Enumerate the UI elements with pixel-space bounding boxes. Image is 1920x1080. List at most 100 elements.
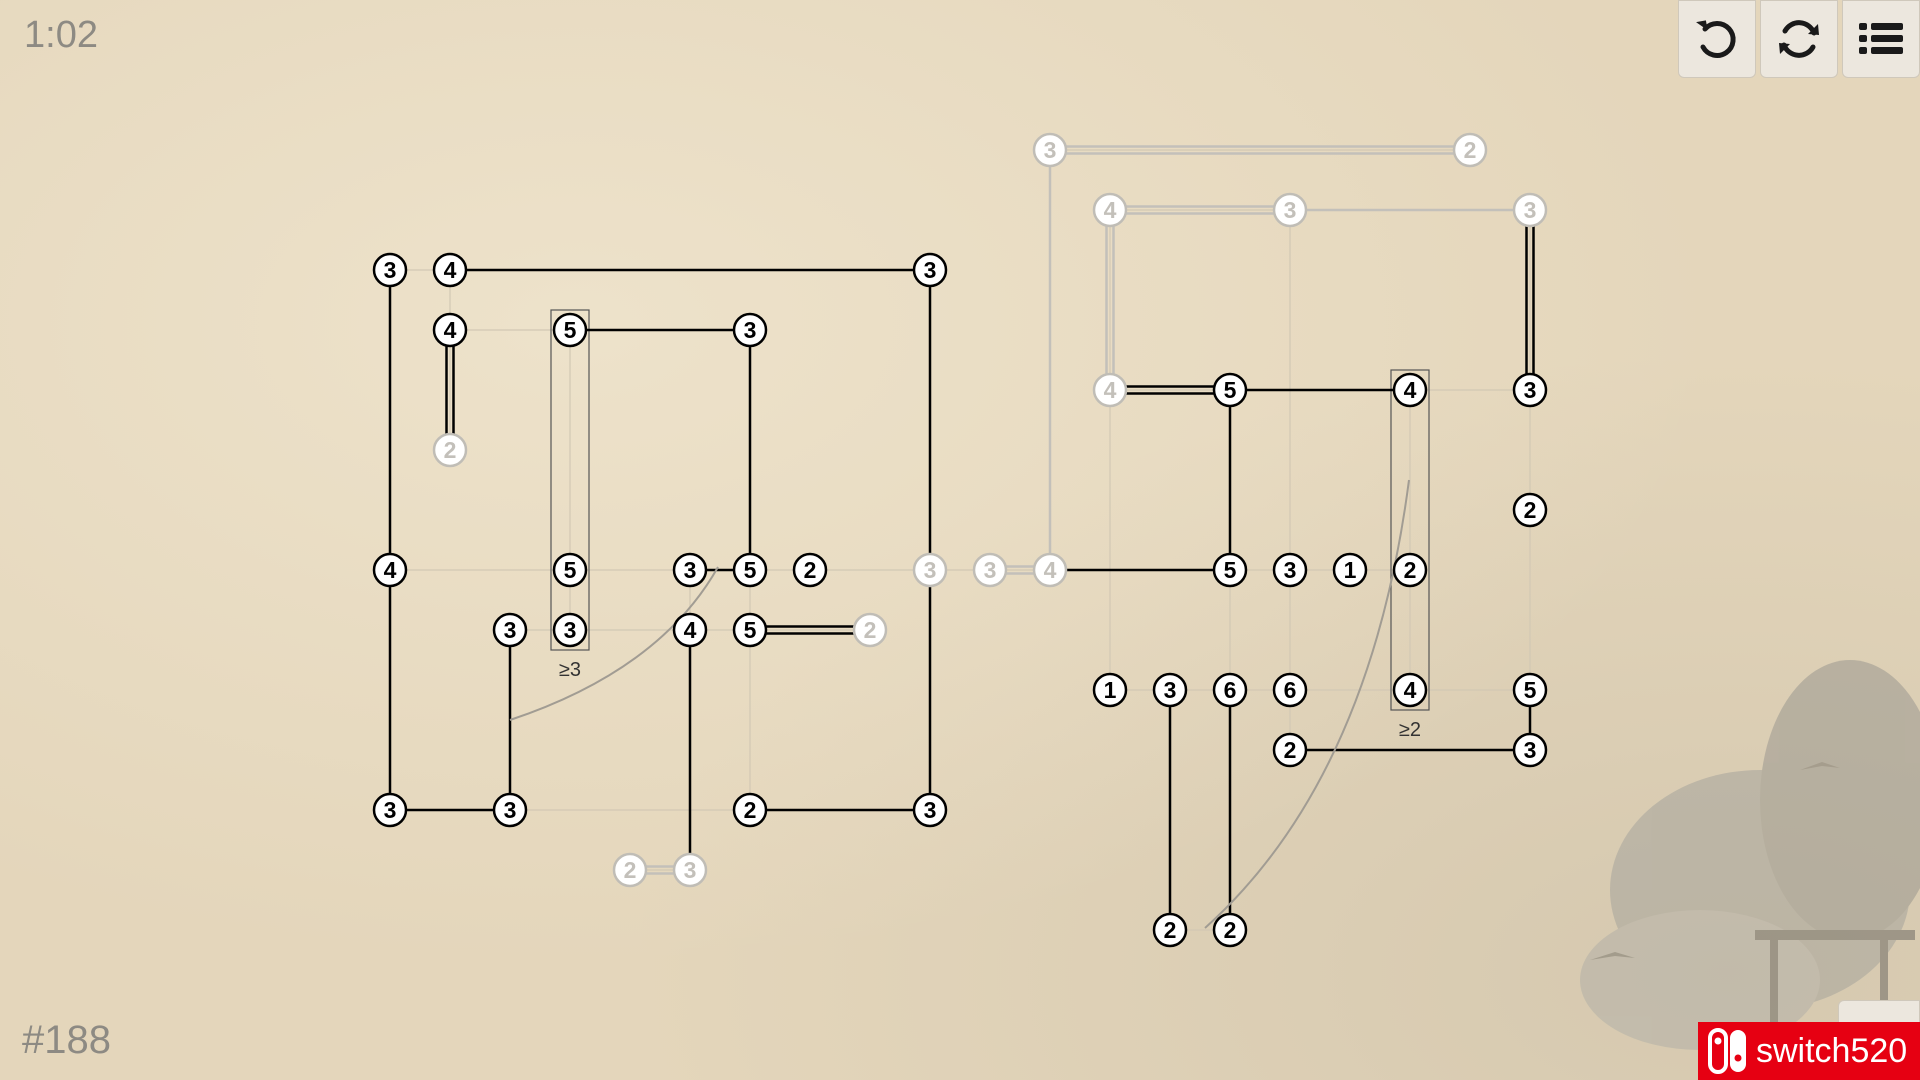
island[interactable]: 1: [1332, 552, 1368, 588]
island[interactable]: 2: [1212, 912, 1248, 948]
island-circle[interactable]: [1272, 672, 1308, 708]
island[interactable]: 3: [372, 792, 408, 828]
island[interactable]: 3: [912, 552, 948, 588]
island[interactable]: 5: [552, 312, 588, 348]
island-circle[interactable]: [492, 792, 528, 828]
island-circle[interactable]: [1512, 192, 1548, 228]
island-circle[interactable]: [732, 792, 768, 828]
island-circle[interactable]: [552, 552, 588, 588]
island[interactable]: 4: [1032, 552, 1068, 588]
island-circle[interactable]: [1512, 372, 1548, 408]
island-circle[interactable]: [912, 792, 948, 828]
island[interactable]: 5: [732, 612, 768, 648]
island-circle[interactable]: [432, 312, 468, 348]
island[interactable]: 3: [1272, 552, 1308, 588]
island[interactable]: 3: [1512, 732, 1548, 768]
island[interactable]: 6: [1212, 672, 1248, 708]
island[interactable]: 5: [1212, 372, 1248, 408]
island[interactable]: 3: [372, 252, 408, 288]
island[interactable]: 6: [1272, 672, 1308, 708]
island[interactable]: 2: [1452, 132, 1488, 168]
island-circle[interactable]: [372, 552, 408, 588]
island[interactable]: 5: [1212, 552, 1248, 588]
island[interactable]: 3: [1512, 192, 1548, 228]
island[interactable]: 4: [1392, 672, 1428, 708]
menu-button[interactable]: [1842, 0, 1920, 78]
island[interactable]: 4: [1092, 192, 1128, 228]
island-circle[interactable]: [1512, 492, 1548, 528]
island-circle[interactable]: [1272, 192, 1308, 228]
island[interactable]: 3: [552, 612, 588, 648]
island-circle[interactable]: [432, 252, 468, 288]
island-circle[interactable]: [1272, 552, 1308, 588]
island-circle[interactable]: [732, 612, 768, 648]
island-circle[interactable]: [1392, 672, 1428, 708]
island-circle[interactable]: [1272, 732, 1308, 768]
island[interactable]: 4: [372, 552, 408, 588]
island[interactable]: 5: [552, 552, 588, 588]
island-circle[interactable]: [1032, 552, 1068, 588]
island[interactable]: 4: [432, 252, 468, 288]
island[interactable]: 3: [492, 612, 528, 648]
island-circle[interactable]: [1512, 672, 1548, 708]
island[interactable]: 5: [1512, 672, 1548, 708]
island-circle[interactable]: [1212, 552, 1248, 588]
island[interactable]: 4: [432, 312, 468, 348]
island[interactable]: 3: [672, 552, 708, 588]
island-circle[interactable]: [552, 312, 588, 348]
undo-button[interactable]: [1678, 0, 1756, 78]
island[interactable]: 2: [852, 612, 888, 648]
island[interactable]: 3: [1032, 132, 1068, 168]
island-circle[interactable]: [492, 612, 528, 648]
island-circle[interactable]: [1092, 372, 1128, 408]
island-circle[interactable]: [792, 552, 828, 588]
island[interactable]: 2: [1152, 912, 1188, 948]
island[interactable]: 2: [732, 792, 768, 828]
island[interactable]: 5: [732, 552, 768, 588]
island[interactable]: 2: [1392, 552, 1428, 588]
island-circle[interactable]: [1212, 372, 1248, 408]
island[interactable]: 2: [432, 432, 468, 468]
island[interactable]: 3: [912, 792, 948, 828]
island-circle[interactable]: [1092, 672, 1128, 708]
island[interactable]: 3: [1272, 192, 1308, 228]
island-circle[interactable]: [432, 432, 468, 468]
island-circle[interactable]: [1092, 192, 1128, 228]
island-circle[interactable]: [852, 612, 888, 648]
island-circle[interactable]: [612, 852, 648, 888]
island[interactable]: 3: [1512, 372, 1548, 408]
island-circle[interactable]: [372, 792, 408, 828]
island-circle[interactable]: [732, 552, 768, 588]
island-circle[interactable]: [1212, 912, 1248, 948]
island-circle[interactable]: [1332, 552, 1368, 588]
island-circle[interactable]: [672, 552, 708, 588]
island-circle[interactable]: [672, 612, 708, 648]
island-circle[interactable]: [372, 252, 408, 288]
island-circle[interactable]: [1452, 132, 1488, 168]
island[interactable]: 2: [1512, 492, 1548, 528]
island-circle[interactable]: [912, 552, 948, 588]
island-circle[interactable]: [1512, 732, 1548, 768]
island[interactable]: 4: [672, 612, 708, 648]
island[interactable]: 2: [792, 552, 828, 588]
island[interactable]: 3: [912, 252, 948, 288]
island[interactable]: 4: [1392, 372, 1428, 408]
island[interactable]: 2: [1272, 732, 1308, 768]
island-circle[interactable]: [1212, 672, 1248, 708]
island-circle[interactable]: [1152, 672, 1188, 708]
island[interactable]: 3: [972, 552, 1008, 588]
island-circle[interactable]: [1392, 372, 1428, 408]
island[interactable]: 3: [1152, 672, 1188, 708]
island[interactable]: 1: [1092, 672, 1128, 708]
island-circle[interactable]: [1032, 132, 1068, 168]
island-circle[interactable]: [912, 252, 948, 288]
island-circle[interactable]: [552, 612, 588, 648]
island-circle[interactable]: [1152, 912, 1188, 948]
island[interactable]: 3: [732, 312, 768, 348]
island-circle[interactable]: [1392, 552, 1428, 588]
restart-button[interactable]: [1760, 0, 1838, 78]
island[interactable]: 3: [672, 852, 708, 888]
island[interactable]: 3: [492, 792, 528, 828]
island-circle[interactable]: [732, 312, 768, 348]
island-circle[interactable]: [672, 852, 708, 888]
